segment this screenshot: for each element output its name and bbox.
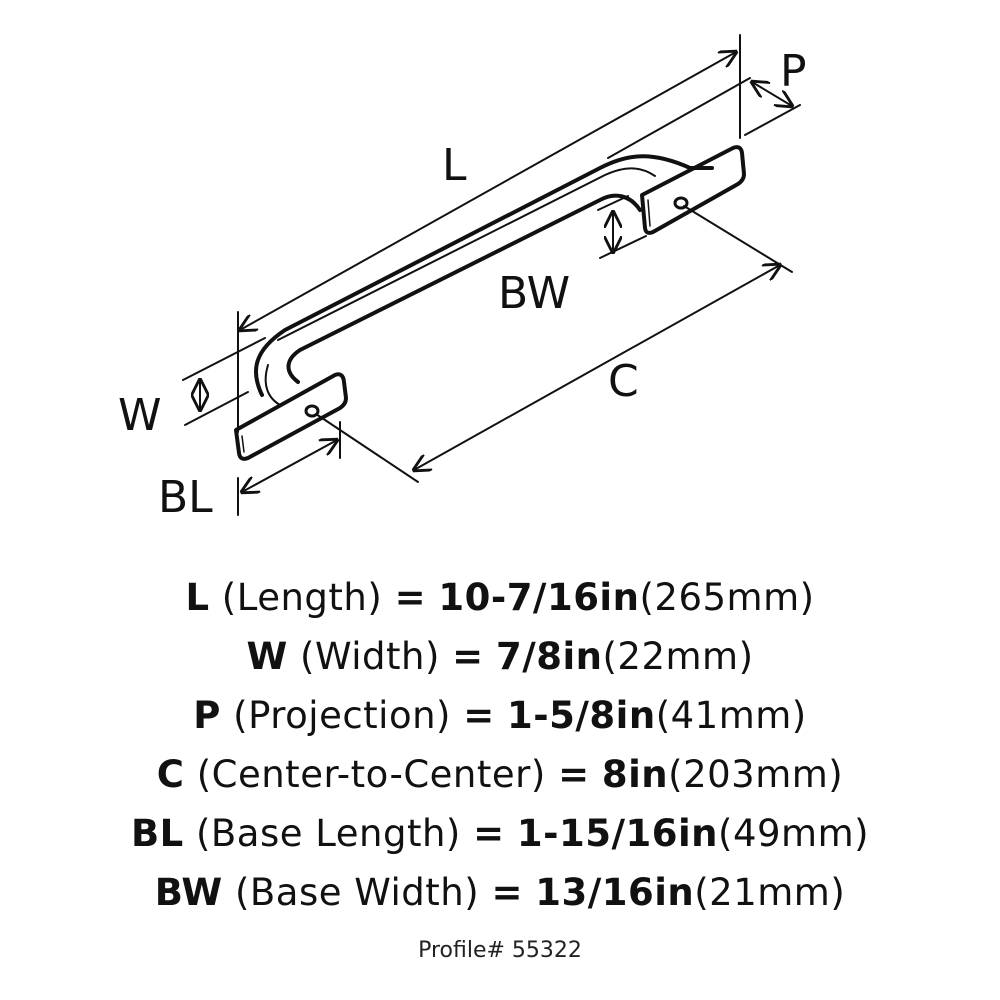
label-BL: BL	[158, 472, 213, 523]
spec-base-width: BW (Base Width) = 13/16in(21mm)	[0, 863, 1000, 922]
spec-mm: (41mm)	[655, 694, 807, 737]
spec-length: L (Length) = 10-7/16in(265mm)	[0, 568, 1000, 627]
spec-inches: 10-7/16in	[438, 576, 640, 619]
spec-mm: (21mm)	[694, 871, 846, 914]
spec-key: BW	[154, 871, 223, 914]
spec-mm: (265mm)	[639, 576, 815, 619]
spec-inches: 1-5/8in	[507, 694, 656, 737]
spec-center-to-center: C (Center-to-Center) = 8in(203mm)	[0, 745, 1000, 804]
label-C: C	[608, 356, 639, 407]
spec-name: (Width)	[300, 635, 440, 678]
spec-mm: (49mm)	[718, 812, 870, 855]
spec-eq: =	[558, 753, 590, 796]
spec-name: (Base Length)	[195, 812, 461, 855]
left-screw-hole	[304, 404, 320, 418]
spec-key: BL	[130, 812, 184, 855]
spec-eq: =	[463, 694, 495, 737]
label-P: P	[780, 46, 807, 97]
spec-projection: P (Projection) = 1-5/8in(41mm)	[0, 686, 1000, 745]
spec-width: W (Width) = 7/8in(22mm)	[0, 627, 1000, 686]
spec-name: (Center-to-Center)	[196, 753, 546, 796]
spec-name: (Base Width)	[234, 871, 480, 914]
profile-number: Profile# 55322	[418, 938, 582, 963]
label-L: L	[442, 140, 467, 191]
spec-inches: 1-15/16in	[516, 812, 719, 855]
spec-eq: =	[491, 871, 523, 914]
spec-key: W	[246, 635, 288, 678]
spec-name: (Projection)	[233, 694, 451, 737]
spec-mm: (203mm)	[668, 753, 844, 796]
spec-base-length: BL (Base Length) = 1-15/16in(49mm)	[0, 804, 1000, 863]
label-W: W	[118, 390, 162, 441]
left-base-plate	[234, 372, 348, 461]
label-BW: BW	[498, 268, 570, 319]
spec-mm: (22mm)	[602, 635, 754, 678]
handle-diagram: L P BW C W BL	[118, 34, 807, 523]
right-base-plate	[640, 145, 746, 235]
spec-key: L	[185, 576, 210, 619]
spec-key: P	[193, 694, 221, 737]
dimension-specs: L (Length) = 10-7/16in(265mm) W (Width) …	[0, 568, 1000, 922]
spec-key: C	[156, 753, 185, 796]
spec-eq: =	[452, 635, 484, 678]
spec-inches: 7/8in	[495, 635, 603, 678]
spec-eq: =	[473, 812, 505, 855]
spec-eq: =	[394, 576, 427, 619]
spec-name: (Length)	[221, 576, 383, 619]
spec-inches: 8in	[601, 753, 669, 796]
spec-inches: 13/16in	[535, 871, 695, 914]
